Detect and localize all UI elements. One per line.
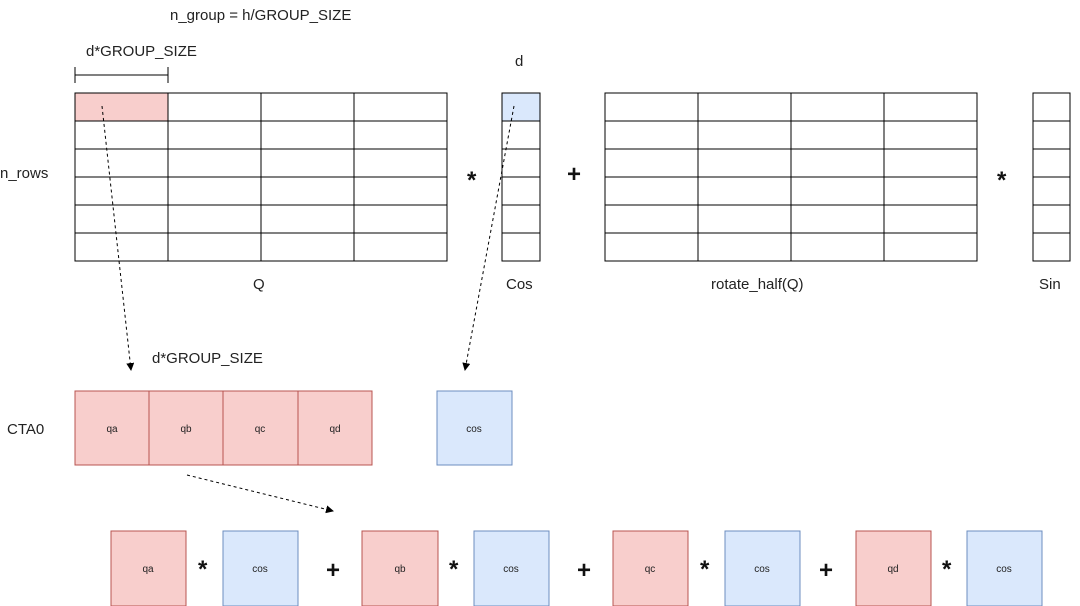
eq-term-2-q [361, 530, 439, 606]
equation-row: qa * cos + qb * cos + qc * cos + qd * co… [110, 530, 1043, 606]
eq-term-2-cos [473, 530, 550, 606]
eq-term-4-q [855, 530, 932, 606]
q-label: Q [253, 276, 265, 293]
q-matrix [74, 92, 448, 262]
n-group-label: n_group = h/GROUP_SIZE [170, 7, 351, 24]
sin-column [1032, 92, 1071, 262]
eq-term-2-q-label: qb [394, 564, 406, 575]
cos-to-cta-arrow [462, 105, 515, 371]
multiply-operator-1: * [467, 167, 477, 194]
eq-term-4-cos-label: cos [996, 564, 1012, 575]
cta-block-qc [222, 390, 299, 466]
eq-term-1-cos-label: cos [252, 564, 268, 575]
cta-block-qa-label: qa [106, 424, 118, 435]
eq-plus-2: + [577, 557, 591, 584]
d-group-size-bracket [74, 67, 169, 83]
cta-block-qd-label: qd [329, 424, 340, 435]
eq-term-1-q-label: qa [142, 564, 154, 575]
q-group-cell-highlight [74, 92, 169, 122]
eq-term-3-cos [724, 530, 801, 606]
n-rows-label: n_rows [0, 165, 48, 182]
cos-cell-highlight [501, 92, 541, 122]
eq-term-3-q-label: qc [645, 564, 656, 575]
q-to-cta-arrow [101, 105, 135, 371]
eq-plus-3: + [819, 557, 833, 584]
cta0-label: CTA0 [7, 421, 44, 438]
cos-column [501, 92, 541, 262]
eq-term-3-q [612, 530, 689, 606]
eq-plus-1: + [326, 557, 340, 584]
eq-term-2-cos-label: cos [503, 564, 519, 575]
eq-term-1-q [110, 530, 187, 606]
cta-block-qb [148, 390, 224, 466]
eq-mul-1: * [198, 556, 208, 583]
d-label: d [515, 53, 523, 70]
multiply-operator-2: * [997, 167, 1007, 194]
cta-cos-block [436, 390, 513, 466]
d-group-size-top-label: d*GROUP_SIZE [86, 43, 197, 60]
cta-to-equation-arrow [186, 474, 334, 514]
cos-label: Cos [506, 276, 533, 293]
d-group-size-mid-label: d*GROUP_SIZE [152, 350, 263, 367]
eq-term-4-cos [966, 530, 1043, 606]
cta-block-qd [297, 390, 373, 466]
eq-term-1-cos [222, 530, 299, 606]
plus-operator-1: + [567, 161, 581, 188]
eq-term-4-q-label: qd [887, 564, 898, 575]
cta-block-qc-label: qc [255, 424, 266, 435]
cta-blocks: qa qb qc qd [74, 390, 373, 466]
eq-mul-2: * [449, 556, 459, 583]
cta-cos-label: cos [466, 424, 482, 435]
rotate-half-matrix [604, 92, 978, 262]
eq-mul-4: * [942, 556, 952, 583]
sin-label: Sin [1039, 276, 1061, 293]
rotate-half-label: rotate_half(Q) [711, 276, 804, 293]
cta-block-qb-label: qb [180, 424, 192, 435]
eq-mul-3: * [700, 556, 710, 583]
eq-term-3-cos-label: cos [754, 564, 770, 575]
